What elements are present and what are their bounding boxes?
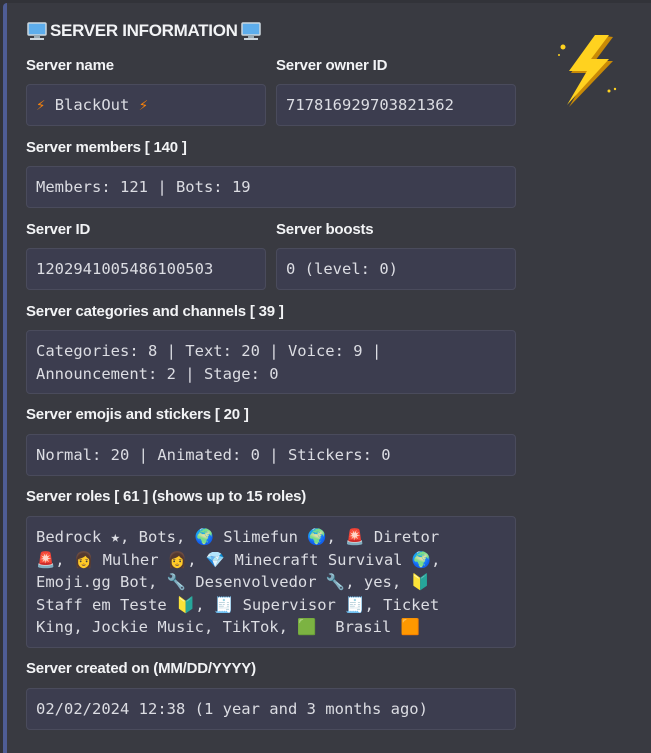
created-value: 02/02/2024 12:38 (1 year and 3 months ag… bbox=[26, 688, 516, 730]
server-id-value: 1202941005486100503 bbox=[26, 248, 266, 290]
server-name-text: BlackOut bbox=[54, 96, 130, 114]
zap-icon: ⚡ bbox=[138, 96, 149, 114]
server-info-embed: SERVER INFORMATION Server name ⚡ BlackOu… bbox=[3, 3, 651, 753]
desktop-computer-icon bbox=[240, 22, 261, 40]
owner-id-value: 717816929703821362 bbox=[276, 84, 516, 126]
created-label: Server created on (MM/DD/YYYY) bbox=[26, 660, 256, 677]
channels-value: Categories: 8 | Text: 20 | Voice: 9 | An… bbox=[26, 330, 516, 394]
embed-title: SERVER INFORMATION bbox=[26, 20, 262, 42]
emojis-label: Server emojis and stickers [ 20 ] bbox=[26, 406, 249, 423]
owner-id-label: Server owner ID bbox=[276, 57, 388, 74]
server-name-label: Server name bbox=[26, 57, 114, 74]
members-value: Members: 121 | Bots: 19 bbox=[26, 166, 516, 208]
boosts-value: 0 (level: 0) bbox=[276, 248, 516, 290]
zap-icon: ⚡ bbox=[36, 96, 46, 114]
boosts-label: Server boosts bbox=[276, 221, 374, 238]
server-id-label: Server ID bbox=[26, 221, 91, 238]
desktop-computer-icon bbox=[27, 22, 47, 40]
lightning-bolt-icon bbox=[558, 35, 617, 107]
emojis-value: Normal: 20 | Animated: 0 | Stickers: 0 bbox=[26, 434, 516, 476]
server-name-value: ⚡ BlackOut ⚡ bbox=[26, 84, 266, 126]
members-label: Server members [ 140 ] bbox=[26, 139, 187, 156]
channels-label: Server categories and channels [ 39 ] bbox=[26, 303, 284, 320]
roles-value: Bedrock ★, Bots, 🌍 Slimefun 🌍, 🚨 Diretor… bbox=[26, 516, 516, 648]
roles-label: Server roles [ 61 ] (shows up to 15 role… bbox=[26, 488, 307, 505]
embed-title-text: SERVER INFORMATION bbox=[50, 21, 238, 40]
